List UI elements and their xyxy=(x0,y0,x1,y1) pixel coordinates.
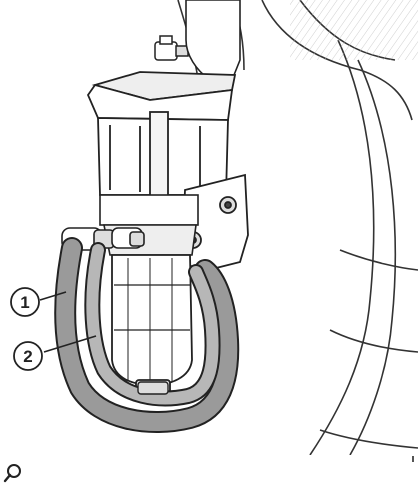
filter-head xyxy=(86,71,237,197)
callout-2-label: 2 xyxy=(23,347,32,366)
bowl-drain xyxy=(137,381,169,395)
upper-pipe xyxy=(185,0,241,81)
leader-line-2 xyxy=(43,335,97,353)
magnifier-glyph xyxy=(3,464,21,483)
hose-1-fill xyxy=(56,239,238,432)
callout-1-label: 1 xyxy=(20,293,29,312)
leader-line-1 xyxy=(39,291,67,301)
hatched-panel xyxy=(290,0,418,60)
hose-2-fill xyxy=(86,244,219,405)
edge-mark xyxy=(412,456,414,462)
magnifier-zoom-icon[interactable] xyxy=(2,462,24,484)
callout-1: 1 xyxy=(10,287,40,317)
callout-2: 2 xyxy=(13,341,43,371)
filter-bowl xyxy=(111,254,193,397)
illustration-fuel-filter-hoses: 1 2 xyxy=(10,0,418,455)
mounting-bolt-top xyxy=(154,35,189,61)
